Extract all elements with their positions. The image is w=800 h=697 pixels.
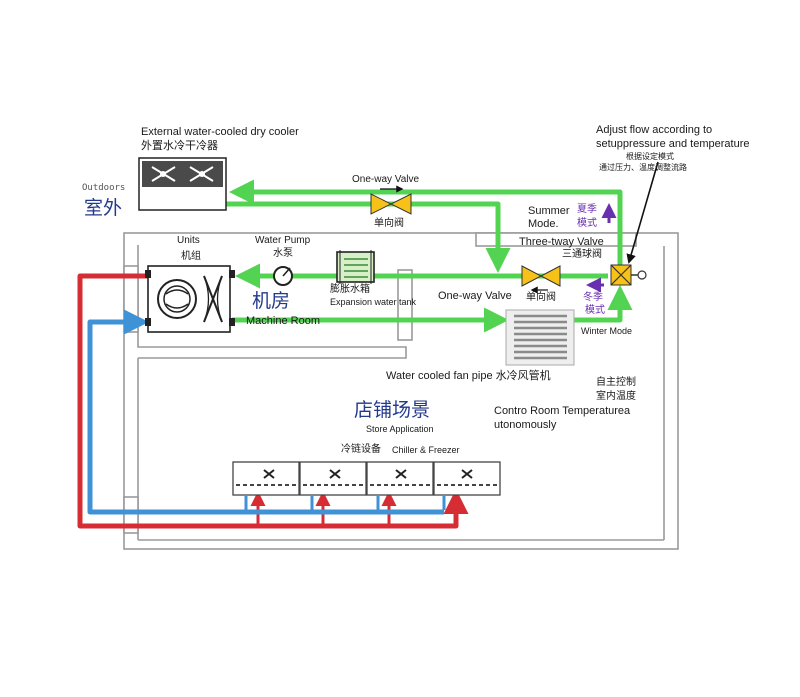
summer-label-en-2: Mode. bbox=[528, 218, 559, 230]
fan-ctrl-label-en-2: utonomously bbox=[494, 419, 557, 431]
units-label-zh: 机组 bbox=[181, 251, 201, 262]
units-label-en: Units bbox=[177, 235, 200, 246]
three-way-note-zh-1: 根据设定模式 bbox=[626, 152, 674, 161]
pipe-from-cooler bbox=[226, 201, 511, 273]
chiller-cabinet-4 bbox=[433, 461, 501, 496]
fan-ctrl-label-zh-1: 自主控制 bbox=[596, 377, 636, 388]
tank-label-zh: 膨胀水箱 bbox=[330, 284, 370, 295]
water-pump-icon bbox=[273, 266, 293, 286]
three-way-note-zh-2: 通过压力、温度调整流路 bbox=[599, 163, 687, 172]
summer-label-zh-2: 模式 bbox=[577, 218, 597, 229]
three-way-valve-icon bbox=[610, 161, 659, 286]
fan-ctrl-label-en-1: Contro Room Temperaturea bbox=[494, 405, 631, 417]
chiller-cabinet-2 bbox=[299, 461, 367, 496]
three-way-note-en-2: setuppressure and temperature bbox=[596, 138, 750, 150]
chiller-label-zh: 冷链设备 bbox=[341, 444, 381, 455]
store-outer-wall bbox=[123, 232, 679, 550]
valve-mid-label-zh: 单向阀 bbox=[526, 292, 556, 303]
pipe-supply-red bbox=[77, 273, 469, 529]
machine-room-label-zh: 机房 bbox=[252, 290, 291, 312]
three-way-label-zh: 三通球阀 bbox=[562, 249, 602, 260]
chiller-cabinet-3 bbox=[366, 461, 434, 496]
outdoors-label-zh: 室外 bbox=[84, 197, 123, 219]
tank-label-en: Expansion water tank bbox=[330, 297, 417, 307]
pipe-fan-return bbox=[574, 285, 633, 323]
outdoors-label-en: Outdoors bbox=[82, 183, 126, 193]
pump-label-en: Water Pump bbox=[255, 235, 311, 246]
one-way-valve-mid-icon bbox=[521, 265, 561, 294]
valve-mid-label-en: One-way Valve bbox=[438, 290, 512, 302]
cooler-title-zh: 外置水冷干冷器 bbox=[141, 139, 218, 152]
store-title-zh: 店铺场景 bbox=[354, 399, 431, 421]
machine-room-label-en: Machine Room bbox=[246, 315, 320, 327]
mode-arrows bbox=[586, 203, 617, 293]
fan-pipe-label: Water cooled fan pipe 水冷风管机 bbox=[386, 370, 551, 382]
winter-label-zh-1: 冬季 bbox=[583, 292, 603, 303]
chiller-label-en: Chiller & Freezer bbox=[392, 445, 460, 455]
dry-cooler bbox=[138, 157, 227, 211]
store-title-en: Store Application bbox=[366, 424, 434, 434]
winter-label-zh-2: 模式 bbox=[585, 305, 605, 316]
valve-top-label-en: One-way Valve bbox=[352, 174, 420, 185]
expansion-tank-icon bbox=[336, 250, 375, 284]
fan-coil-icon bbox=[505, 309, 575, 366]
pipe-return-to-cooler bbox=[229, 179, 623, 268]
chiller-cabinet-1 bbox=[232, 461, 300, 496]
summer-label-en-1: Summer bbox=[528, 205, 570, 217]
cooler-title-en: External water-cooled dry cooler bbox=[141, 126, 299, 138]
chiller-cabinets bbox=[232, 461, 501, 496]
blue-pipes bbox=[87, 309, 446, 515]
three-way-note-en-1: Adjust flow according to bbox=[596, 124, 713, 136]
valve-top-label-zh: 单向阀 bbox=[374, 218, 404, 229]
units-icon bbox=[145, 265, 235, 333]
summer-label-zh-1: 夏季 bbox=[577, 204, 597, 215]
pipe-return-blue bbox=[87, 309, 444, 515]
fan-ctrl-label-zh-2: 室内温度 bbox=[596, 391, 636, 402]
one-way-valve-top-icon bbox=[370, 185, 412, 215]
three-way-label-en: Three-tway Valve bbox=[519, 236, 604, 248]
winter-label-en: Winter Mode bbox=[581, 326, 633, 336]
pump-label-zh: 水泵 bbox=[273, 248, 293, 259]
